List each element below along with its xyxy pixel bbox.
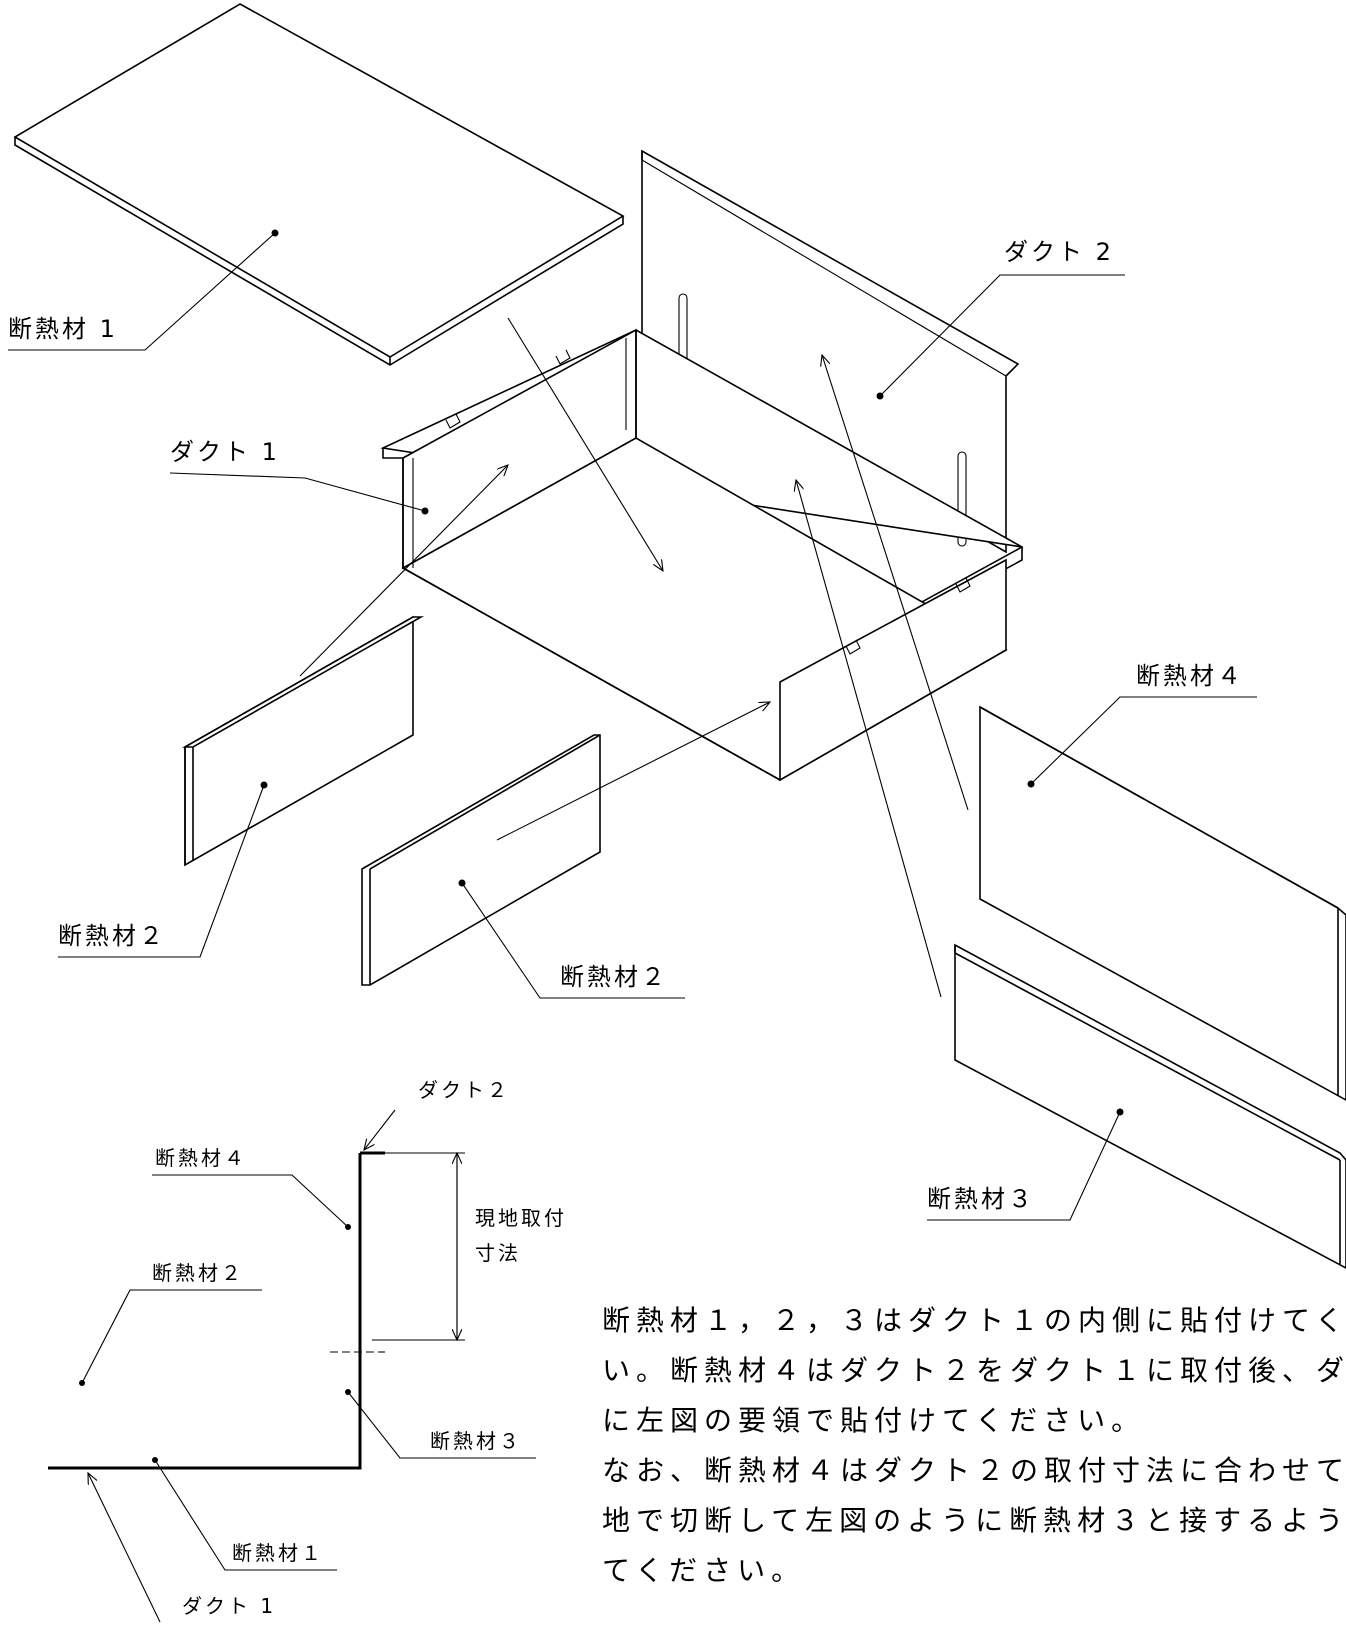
label-insulation-2-mid: 断熱材２: [560, 963, 668, 991]
section-label-insulation-1: 断熱材１: [232, 1541, 324, 1565]
insulation-2-mid-panel: [361, 734, 601, 986]
note-line-5: 地で切断して左図のように断熱材３と接するように: [602, 1504, 1346, 1537]
note-line-4: なお、断熱材４はダクト２の取付寸法に合わせて、: [602, 1454, 1346, 1487]
note-line-3: に左図の要領で貼付けてください。: [602, 1404, 1146, 1437]
section-label-insulation-2: 断熱材２: [152, 1261, 244, 1285]
assembly-arrows: [299, 317, 969, 998]
label-insulation-4: 断熱材４: [1136, 662, 1244, 690]
installation-note: 断熱材１，２，３はダクト１の内側に貼付けてくだ い。断熱材４はダクト２をダクト１…: [602, 1296, 1346, 1596]
section-dimension-line2: 寸法: [475, 1241, 521, 1265]
note-line-6: てください。: [602, 1554, 806, 1587]
insulation-1-panel: [13, 3, 625, 366]
section-label-insulation-4: 断熱材４: [155, 1146, 247, 1170]
leader-lines: [8, 232, 1257, 1221]
label-insulation-1: 断熱材 1: [8, 315, 118, 343]
section-label-duct-2: ダクト２: [418, 1078, 510, 1102]
note-line-1: 断熱材１，２，３はダクト１の内側に貼付けてくだ: [602, 1304, 1346, 1337]
section-detail: [48, 1109, 536, 1623]
label-duct-1: ダクト 1: [170, 438, 280, 466]
label-insulation-3: 断熱材３: [927, 1185, 1035, 1213]
insulation-3-panel: [954, 943, 1346, 1269]
section-label-duct-1: ダクト 1: [182, 1594, 276, 1618]
label-duct-2: ダクト 2: [1004, 238, 1114, 266]
label-insulation-2-left: 断熱材２: [58, 922, 166, 950]
duct-1-body: [380, 328, 1024, 782]
section-dimension-line1: 現地取付: [475, 1206, 567, 1230]
section-label-insulation-3: 断熱材３: [430, 1429, 522, 1453]
note-line-2: い。断熱材４はダクト２をダクト１に取付後、ダク: [602, 1354, 1346, 1387]
insulation-2-left-panel: [181, 615, 425, 867]
insulation-4-panel: [979, 705, 1346, 1101]
